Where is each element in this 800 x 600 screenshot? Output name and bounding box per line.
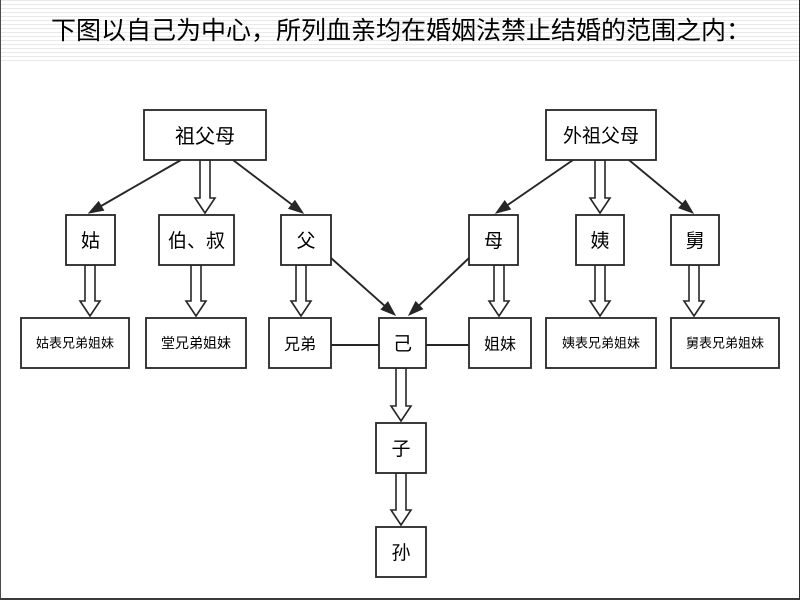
edge-zi-to-sun xyxy=(389,472,413,527)
node-label-jiu: 舅 xyxy=(685,230,704,252)
edge-zufumu-to-fu xyxy=(232,159,305,214)
node-fu[interactable]: 父 xyxy=(280,214,332,266)
node-label-fu: 父 xyxy=(296,230,315,252)
edge-fu-to-ji xyxy=(330,257,397,316)
node-label-zufumu: 祖父母 xyxy=(175,124,235,148)
node-jiemei[interactable]: 姐妹 xyxy=(468,317,532,369)
node-label-jiemei: 姐妹 xyxy=(484,335,516,354)
edge-fu-to-xiongdi xyxy=(289,264,313,318)
node-jiu[interactable]: 舅 xyxy=(670,214,720,266)
node-waizufumu[interactable]: 外祖父母 xyxy=(545,109,657,161)
edge-zufumu-to-gu xyxy=(87,159,182,214)
node-label-tang: 堂兄弟姐妹 xyxy=(161,336,231,352)
node-boshu[interactable]: 伯、叔 xyxy=(158,214,235,266)
node-zi[interactable]: 子 xyxy=(375,422,427,474)
node-xiongdi[interactable]: 兄弟 xyxy=(268,317,332,369)
node-label-zi: 子 xyxy=(391,438,410,460)
edge-layer xyxy=(78,159,706,527)
node-label-yibiao: 姨表兄弟姐妹 xyxy=(562,337,640,352)
node-label-boshu: 伯、叔 xyxy=(168,230,225,252)
node-sun[interactable]: 孙 xyxy=(375,526,427,578)
node-label-ji: 己 xyxy=(393,333,412,355)
node-yibiao[interactable]: 姨表兄弟姐妹 xyxy=(545,317,657,369)
node-label-jiubiao: 舅表兄弟姐妹 xyxy=(686,337,764,352)
edge-waizufumu-to-yi xyxy=(588,159,612,215)
node-gu[interactable]: 姑 xyxy=(65,214,116,266)
node-label-waizufumu: 外祖父母 xyxy=(563,125,639,147)
edge-ji-to-zi xyxy=(389,367,413,423)
node-mu[interactable]: 母 xyxy=(468,214,519,266)
node-tang[interactable]: 堂兄弟姐妹 xyxy=(145,317,247,369)
edge-waizufumu-to-jiu xyxy=(628,159,695,214)
edge-zufumu-to-boshu xyxy=(193,159,217,215)
edge-mu-to-ji xyxy=(407,257,470,317)
edge-gu-to-gubiao xyxy=(78,264,102,318)
edge-boshu-to-tang xyxy=(184,264,208,318)
node-label-xiongdi: 兄弟 xyxy=(284,335,316,354)
edge-waizufumu-to-mu xyxy=(494,159,574,214)
edge-jiu-to-jiubiao xyxy=(682,264,706,318)
node-zufumu[interactable]: 祖父母 xyxy=(143,109,267,161)
node-jiubiao[interactable]: 舅表兄弟姐妹 xyxy=(670,317,780,369)
node-label-gubiao: 姑表兄弟姐妹 xyxy=(36,337,114,352)
node-gubiao[interactable]: 姑表兄弟姐妹 xyxy=(20,317,130,369)
node-label-mu: 母 xyxy=(484,230,503,252)
node-ji[interactable]: 己 xyxy=(378,317,427,369)
node-label-gu: 姑 xyxy=(81,230,100,252)
node-label-yi: 姨 xyxy=(590,230,609,252)
node-yi[interactable]: 姨 xyxy=(575,214,625,266)
node-label-sun: 孙 xyxy=(391,542,410,564)
slide-title: 下图以自己为中心，所列血亲均在婚姻法禁止结婚的范围之内： xyxy=(50,16,751,45)
edge-mu-to-jiemei xyxy=(487,264,511,318)
edge-yi-to-yibiao xyxy=(588,264,612,318)
